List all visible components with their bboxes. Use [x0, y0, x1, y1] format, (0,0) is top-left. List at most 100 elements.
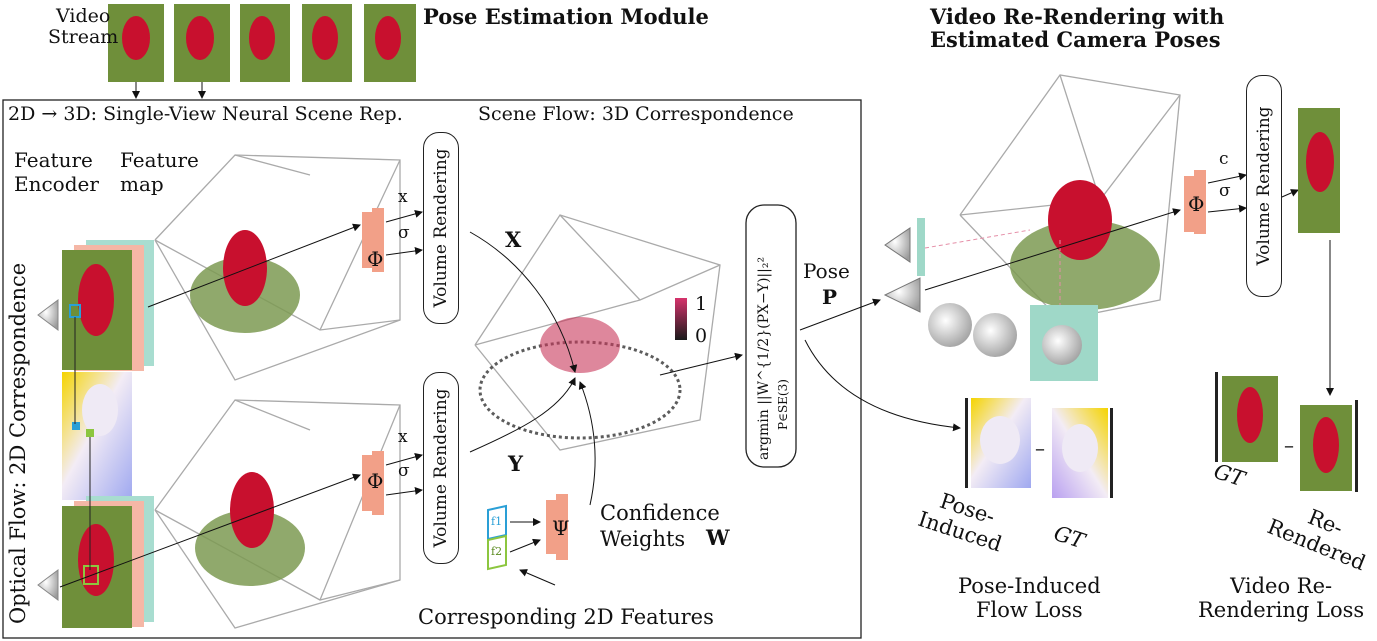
scene-flow-title: Scene Flow: 3D Correspondence: [478, 103, 794, 125]
pose-label: Pose: [803, 259, 850, 283]
camera-cone-5: [1042, 325, 1082, 365]
arrow-to-argmin: [659, 352, 743, 376]
ray-dashed-pink: [924, 229, 1031, 249]
phi-symbol-top: Φ: [367, 247, 384, 271]
out-x-top: x: [398, 187, 408, 207]
f2-label: f2: [491, 545, 503, 558]
phi-block-right: [1184, 170, 1206, 234]
out-c-right: c: [1219, 149, 1229, 169]
scene-bottom-hydrant: [230, 472, 274, 548]
frustum-bottom: [154, 399, 401, 629]
ray-top: [147, 223, 361, 308]
f1-label: f1: [491, 515, 503, 528]
rendered-hydrant: [1306, 132, 1334, 192]
scene-right-ground: [1010, 220, 1160, 310]
scene-flow-confident: [540, 317, 620, 373]
camera-right-1: [884, 227, 911, 263]
scene-bottom-ground: [195, 510, 305, 586]
phi-block-bottom: [362, 451, 384, 515]
render-loss-label: Video Re- Rendering Loss: [1198, 574, 1365, 623]
arrow-pose: [799, 298, 881, 331]
volume-rendering-right: Volume Rendering: [1246, 75, 1282, 297]
argmin-box: [745, 204, 797, 468]
corresponding-features-label: Corresponding 2D Features: [418, 605, 714, 629]
out-sigma-bottom: σ: [398, 461, 410, 481]
gt-flow-image: [1052, 408, 1113, 498]
video-frame: [240, 4, 290, 82]
scene-flow-vectors: [478, 340, 682, 440]
flow-marker-green: [86, 429, 94, 437]
optical-flow-blob: [82, 384, 118, 436]
video-frame: [302, 4, 352, 82]
feature-stack-bottom: [62, 496, 154, 628]
rerender-title: Video Re-Rendering with Estimated Camera…: [930, 4, 1225, 53]
colorbar-max: 1: [695, 293, 708, 315]
flow-marker-blue: [72, 422, 80, 430]
render-dash: –: [1284, 433, 1294, 457]
volume-rendering-bottom: Volume Rendering: [423, 372, 459, 564]
argmin-formula: argmin ||W^{1/2}(PX−Y)||₂²: [756, 256, 772, 460]
video-stream-label: Video Stream: [48, 5, 119, 48]
curve-w: [578, 381, 596, 506]
arrow-corresponding: [519, 569, 556, 586]
colorbar-min: 0: [695, 325, 708, 347]
phi-block-top: [362, 208, 384, 272]
arrow-c: [1207, 172, 1247, 184]
pose-symbol: P: [822, 285, 838, 309]
video-stream-frames: [108, 4, 416, 99]
video-frame: [364, 4, 416, 82]
out-sigma-right: σ: [1219, 181, 1231, 201]
camera-cone-4: [973, 313, 1017, 357]
camera-cone-top: [37, 299, 59, 331]
curve-x: [469, 231, 578, 373]
out-x-bottom: x: [398, 427, 408, 447]
colorbar: [675, 298, 687, 340]
arrow-sigma-bottom: [385, 487, 423, 496]
arrow-x-top: [385, 210, 423, 223]
feature-map-label: Feature map: [120, 148, 199, 196]
flow-dash: –: [1035, 436, 1045, 460]
phi-symbol-right: Φ: [1188, 192, 1205, 216]
main-panel-frame: [2, 99, 862, 639]
arrow-f2: [509, 538, 541, 553]
psi-symbol: Ψ: [552, 516, 570, 540]
arrow-x-bottom: [385, 453, 423, 466]
f2-box: [487, 534, 507, 571]
ray-right: [924, 208, 1181, 291]
point-y-label: Y: [508, 451, 523, 476]
camera-cone-3: [928, 303, 972, 347]
video-frame: [174, 4, 230, 82]
feature-stack-top: [62, 240, 154, 371]
pose-module-title: Pose Estimation Module: [423, 4, 709, 29]
confidence-symbol: W: [706, 525, 730, 550]
rerendered-image: [1300, 400, 1358, 492]
out-sigma-top: σ: [398, 223, 410, 243]
volume-rendering-bottom-label: Volume Rendering: [431, 388, 451, 548]
confidence-label: Confidence Weights: [600, 501, 720, 552]
curve-y: [469, 377, 576, 453]
volume-rendering-top-label: Volume Rendering: [431, 148, 451, 308]
argmin-subscript: P∈SE(3): [776, 379, 790, 430]
optical-flow-label: Optical Flow: 2D Correspondence: [6, 262, 30, 624]
point-x-label: X: [505, 227, 522, 252]
scene-top-hydrant: [223, 230, 267, 306]
camera-right-2: [883, 277, 921, 313]
camera-cone-bottom: [37, 569, 59, 601]
gt-render-image: [1215, 372, 1278, 462]
scene-right-hydrant: [1048, 180, 1112, 260]
volume-rendering-top: Volume Rendering: [423, 132, 459, 324]
flow-loss-label: Pose-Induced Flow Loss: [958, 574, 1101, 623]
arrow-flow-loss: [804, 339, 961, 432]
video-frame: [108, 4, 164, 82]
pose-induced-flow-image: [965, 398, 1031, 488]
arrow-sigma-top: [385, 247, 423, 256]
arrow-sigma-right: [1207, 204, 1247, 213]
phi-symbol-bottom: Φ: [367, 469, 384, 493]
psi-block: [546, 494, 568, 560]
ray-bottom: [59, 473, 361, 588]
image-plane-right: [917, 218, 925, 276]
scene-rep-title: 2D → 3D: Single-View Neural Scene Rep.: [8, 103, 403, 125]
frustum-middle: [474, 214, 721, 451]
